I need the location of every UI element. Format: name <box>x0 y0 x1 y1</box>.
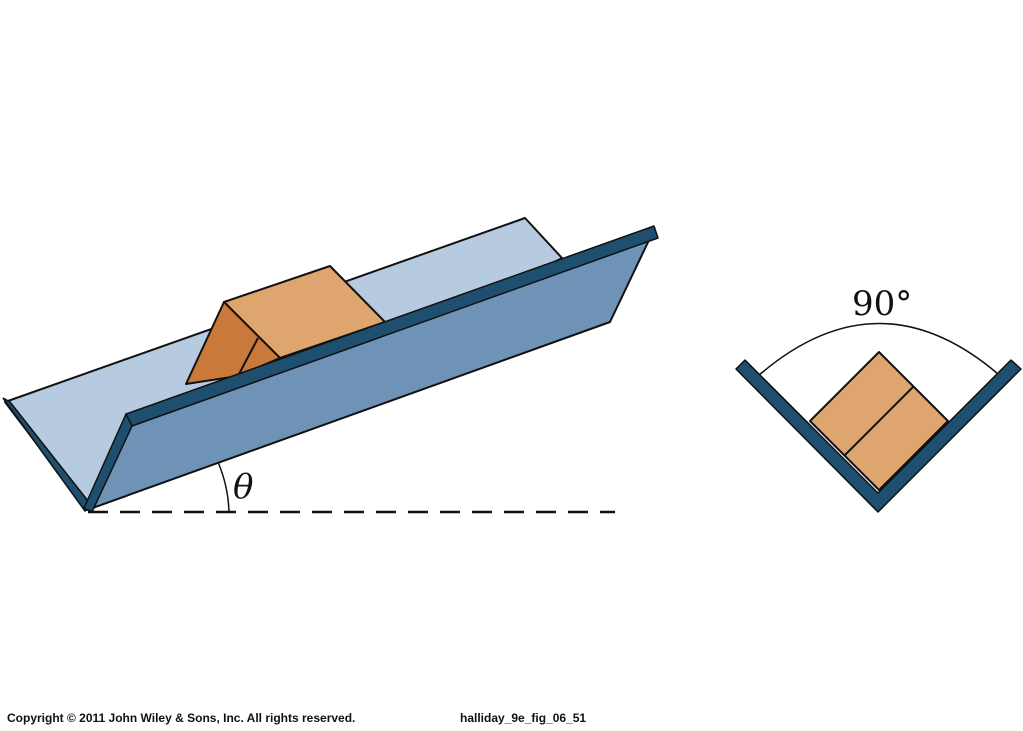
right-angle-arc <box>757 322 999 377</box>
copyright-text: Copyright © 2011 John Wiley & Sons, Inc.… <box>7 711 356 725</box>
block-cross-section-split <box>843 386 914 457</box>
v-trough-walls <box>735 359 1022 513</box>
angle-arc <box>217 461 230 513</box>
figure-id-text: halliday_9e_fig_06_51 <box>460 711 587 725</box>
trough-front <box>83 225 659 513</box>
ninety-degree-label: 90° <box>852 284 912 324</box>
theta-label: θ <box>233 467 253 507</box>
block-edge-line <box>237 337 259 377</box>
trough-cross-section: 90° <box>735 284 1022 513</box>
